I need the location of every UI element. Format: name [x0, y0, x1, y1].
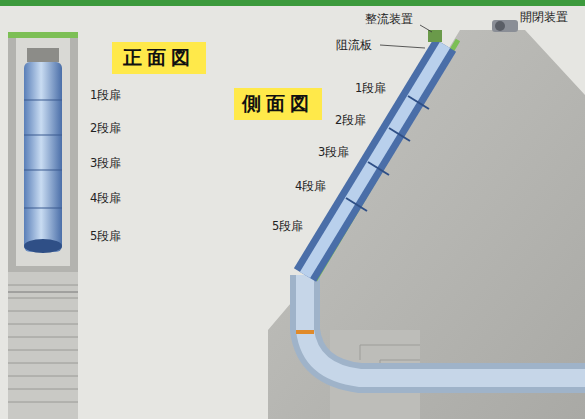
part-label: 開閉装置: [520, 10, 568, 24]
part-label: 5段扉: [272, 219, 303, 233]
view-title-box: 正面図: [112, 42, 206, 74]
part-label: 阻流板: [336, 38, 372, 52]
part-label: 2段扉: [335, 113, 366, 127]
part-label: 4段扉: [90, 191, 121, 205]
view-title: 正面図: [123, 45, 195, 71]
part-label: 5段扉: [90, 229, 121, 243]
part-label: 4段扉: [295, 179, 326, 193]
view-title-box: 側面図: [234, 88, 322, 120]
part-label: 3段扉: [90, 156, 121, 170]
part-label: 3段扉: [318, 145, 349, 159]
part-label: 整流装置: [365, 12, 413, 26]
part-label: 1段扉: [90, 88, 121, 102]
view-title: 側面図: [242, 91, 314, 117]
part-label: 2段扉: [90, 121, 121, 135]
part-label: 1段扉: [355, 81, 386, 95]
